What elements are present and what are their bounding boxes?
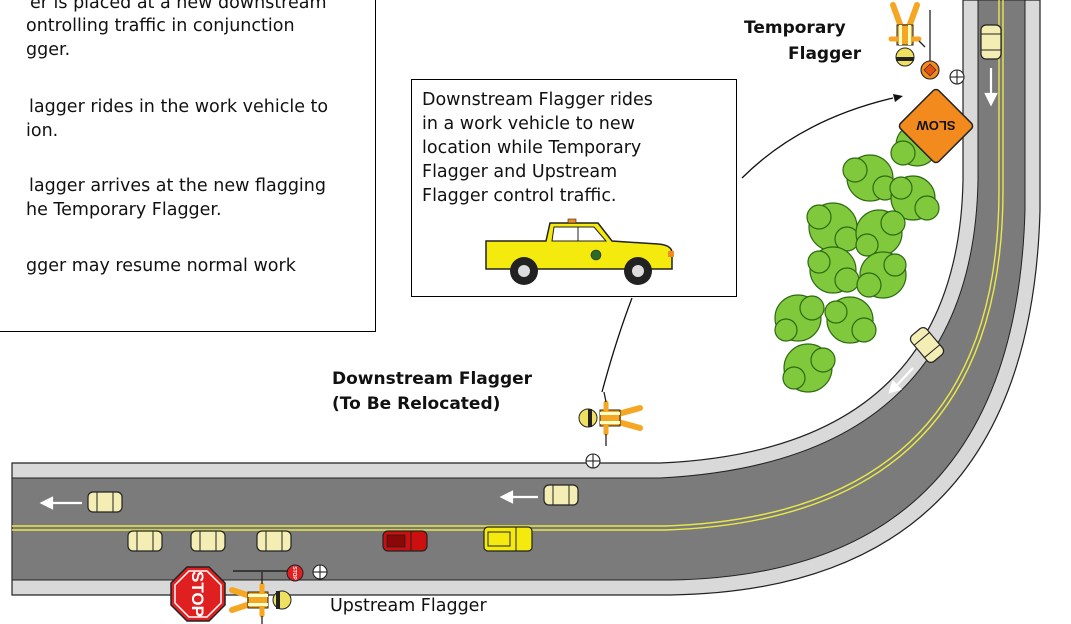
instruction-line: he Temporary Flagger. — [26, 200, 222, 220]
label-temporary-flagger-1: Temporary — [744, 18, 846, 38]
slow-sign-text: SLOW — [916, 118, 956, 133]
tree — [855, 209, 906, 257]
work-pickup-truck — [485, 218, 674, 285]
mini-slow-paddle — [920, 10, 940, 80]
tree — [856, 251, 907, 299]
cone-marker — [312, 564, 328, 580]
instruction-line: er is placed at a new downstream — [30, 0, 327, 13]
cone-marker — [585, 453, 601, 469]
tree — [774, 294, 825, 342]
arrow-left — [39, 496, 82, 510]
vehicle-yellow-truck — [483, 526, 533, 552]
stop-sign: STOP — [170, 566, 226, 622]
instruction-line: ion. — [26, 121, 59, 141]
instruction-line: ontrolling traffic in conjunction — [26, 16, 295, 36]
vehicle-red-car — [382, 530, 428, 552]
label-temporary-flagger-2: Flagger — [788, 44, 862, 64]
vehicle-car — [127, 530, 163, 552]
mini-stop-sign-text: STOP — [291, 566, 297, 580]
instruction-line: lagger rides in the work vehicle to — [29, 97, 329, 117]
leader-lines — [233, 94, 903, 572]
vehicle-car — [256, 530, 292, 552]
callout-line: Downstream Flagger rides — [422, 90, 653, 110]
tree — [889, 175, 940, 221]
arrow-down — [984, 68, 998, 107]
leader-callout-to-temporary — [741, 97, 894, 179]
instruction-line: gger may resume normal work — [26, 256, 296, 276]
road — [11, 0, 1041, 596]
vehicle-car — [980, 24, 1002, 60]
callout-line: location while Temporary — [422, 138, 642, 158]
tree — [782, 343, 836, 393]
cone-marker — [949, 69, 965, 85]
tree — [824, 296, 877, 344]
instruction-line: gger. — [26, 40, 71, 60]
callout-line: in a work vehicle to new — [422, 114, 635, 134]
flagger-upstream — [229, 572, 292, 624]
arrow-left — [499, 490, 538, 504]
flagger-downstream — [578, 391, 643, 446]
label-downstream-flagger-1: Downstream Flagger — [332, 369, 533, 389]
instructions-panel: er is placed at a new downstream ontroll… — [0, 0, 376, 332]
vehicles — [87, 24, 1002, 552]
arrow-diagonal — [888, 367, 914, 394]
instruction-line: lagger arrives at the new flagging — [29, 176, 326, 196]
stop-sign-text: STOP — [188, 571, 207, 617]
road-asphalt — [11, 0, 1026, 581]
slow-sign: SLOW — [898, 88, 974, 164]
center-line-a — [12, 0, 1000, 527]
callout-line: Flagger control traffic. — [422, 186, 617, 206]
mini-stop-sign: STOP — [286, 564, 304, 582]
vehicle-car — [190, 530, 226, 552]
tree — [807, 246, 860, 294]
flagger-temporary — [888, 2, 926, 67]
label-downstream-flagger-2: (To Be Relocated) — [332, 394, 501, 414]
tree — [842, 154, 898, 202]
road-shoulder — [11, 0, 1041, 596]
callout-box: Downstream Flagger rides in a work vehic… — [411, 79, 737, 297]
cone-markers — [312, 69, 965, 580]
callout-line: Flagger and Upstream — [422, 162, 618, 182]
vehicle-car — [909, 326, 945, 364]
vehicle-car — [87, 491, 123, 513]
center-line-b — [12, 0, 1004, 531]
leader-callout-to-downstream — [601, 297, 633, 393]
tree — [806, 202, 860, 252]
label-upstream-flagger: Upstream Flagger — [330, 596, 487, 616]
traffic-arrows — [39, 68, 998, 510]
vehicle-car — [543, 484, 579, 506]
